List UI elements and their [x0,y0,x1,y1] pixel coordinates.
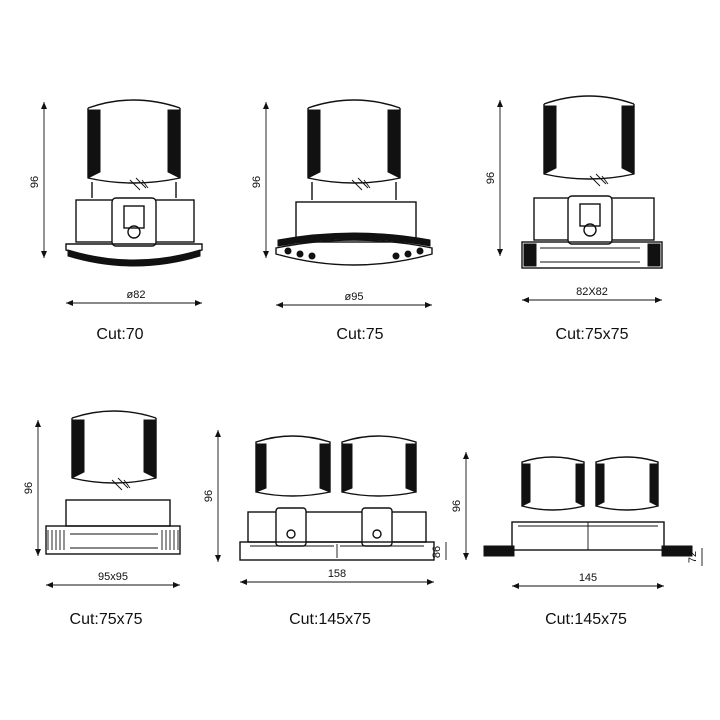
cut-label: Cut:70 [96,326,143,343]
drawing-square-82: 96 82X82 Cut:75x75 [485,95,663,343]
lamp-body [275,99,433,266]
trim-ring-ornament [284,247,424,260]
height-dim-label: 96 [29,176,41,188]
height-dim-label: 96 [485,172,497,184]
cut-label: Cut:75x75 [556,326,629,343]
lamp-body [45,410,181,555]
drawing-double-framed: 96 86 158 Cut:145x75 [203,430,447,628]
cut-label: Cut:145x75 [289,611,371,628]
height-dim-label: 96 [203,490,215,502]
drawing-round-82: 96 ø82 Cut:70 [29,99,203,343]
width-dim-label: ø95 [345,291,364,303]
width-dim-label: 82X82 [576,286,608,298]
width-dim-label: 158 [328,568,346,580]
lamp-body [483,456,693,557]
spring-clip-right [661,545,693,557]
height-dim-label: 96 [251,176,263,188]
width-dim-label: ø82 [127,289,146,301]
lamp-body [521,95,663,269]
cut-label: Cut:75x75 [70,611,143,628]
width-dim-label: 145 [579,572,597,584]
spring-clip-left [483,545,515,557]
drawing-square-95: 96 95x95 Cut:75x75 [23,410,181,628]
cut-label: Cut:75 [336,326,383,343]
cut-label: Cut:145x75 [545,611,627,628]
side-dim-label: 72 [687,551,699,563]
side-dim-label: 86 [431,546,443,558]
trim-fins [47,530,179,550]
drawing-double-trimless: 96 72 145 Cut:145x75 [451,452,703,628]
lamp-body [65,99,203,267]
width-dim-label: 95x95 [98,571,128,583]
lamp-body [239,435,435,561]
drawing-round-95: 96 ø95 Cut:75 [251,99,433,343]
height-dim-label: 96 [451,500,463,512]
height-dim-label: 96 [23,482,35,494]
